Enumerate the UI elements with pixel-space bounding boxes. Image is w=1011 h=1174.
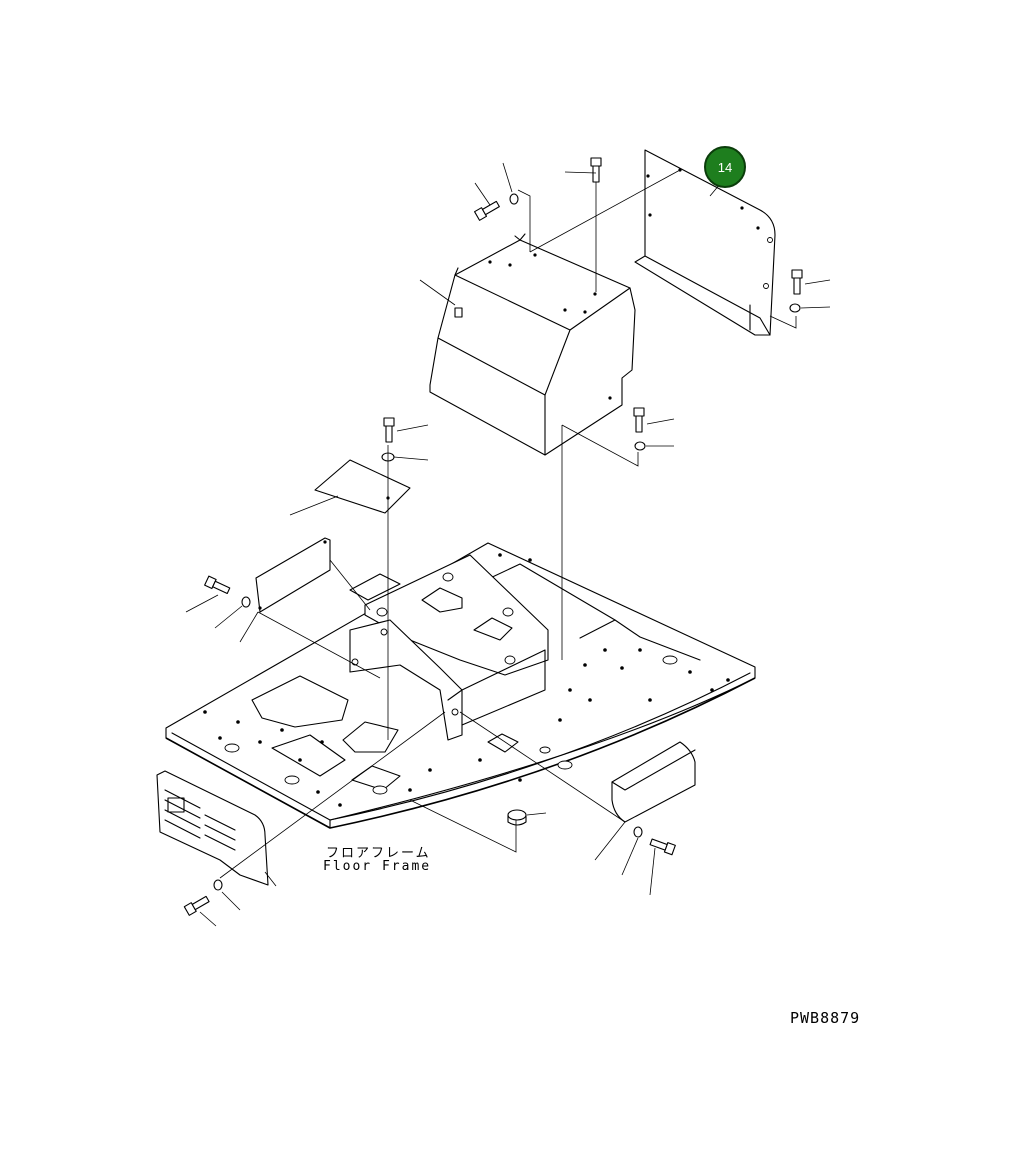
callout-number: 14 bbox=[717, 159, 733, 175]
bolts bbox=[183, 157, 803, 916]
callout-14[interactable]: 14 bbox=[704, 146, 746, 188]
floor-frame-label-jp: フロアフレーム bbox=[326, 846, 431, 861]
bolt bbox=[204, 575, 231, 595]
seat-mount-plate bbox=[349, 554, 549, 676]
bolt bbox=[383, 417, 395, 443]
bolt bbox=[590, 157, 602, 183]
bolt bbox=[649, 838, 676, 856]
grille-panel bbox=[156, 770, 269, 886]
console-cover bbox=[429, 233, 636, 456]
small-cover-plate bbox=[314, 459, 411, 514]
floor-frame-plate bbox=[165, 542, 756, 829]
bolt bbox=[633, 407, 645, 433]
front-bracket bbox=[349, 619, 546, 741]
bolt bbox=[183, 895, 210, 916]
left-side-plate bbox=[255, 537, 331, 613]
floor-frame-label-en: Floor Frame bbox=[323, 859, 432, 874]
bolt bbox=[791, 269, 803, 295]
assembly-lines bbox=[185, 162, 831, 927]
rubber-bumper bbox=[507, 809, 527, 826]
bolt bbox=[474, 200, 500, 221]
back-panel bbox=[634, 149, 776, 336]
drawing-code: PWB8879 bbox=[790, 1009, 861, 1027]
right-side-cover bbox=[611, 741, 696, 823]
